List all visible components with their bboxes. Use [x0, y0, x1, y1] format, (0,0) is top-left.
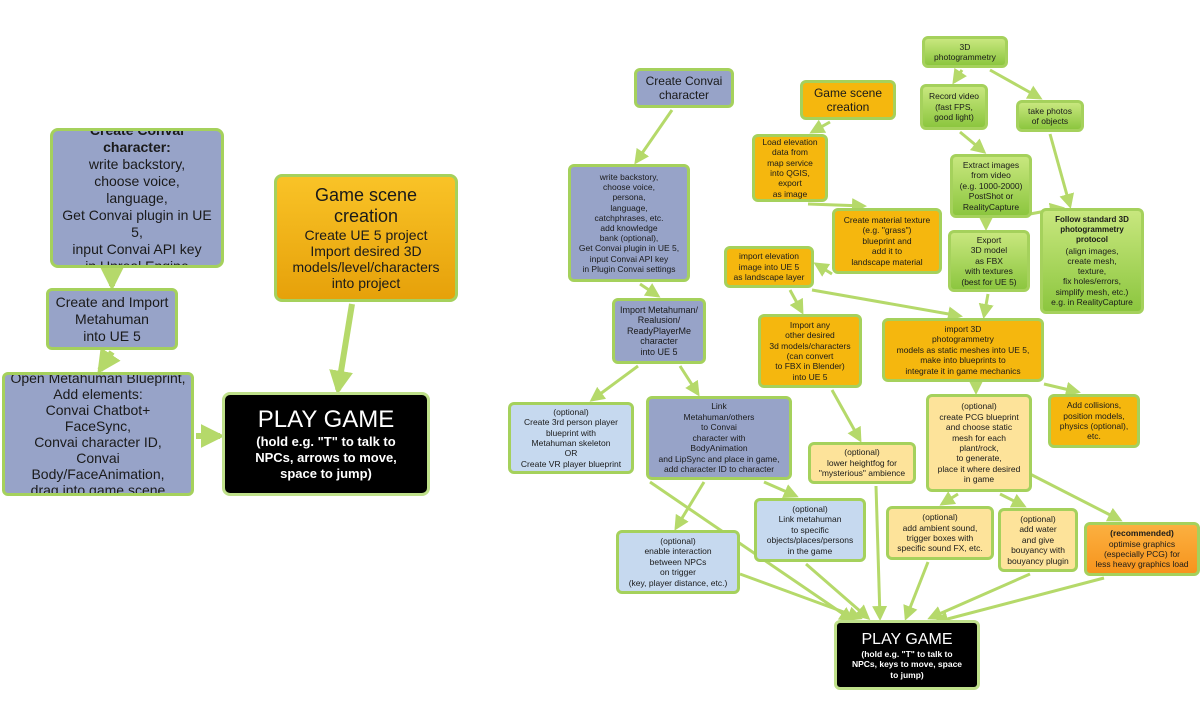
optional-pcg-blueprint-node: (optional) create PCG blueprint and choo… — [926, 394, 1032, 492]
connector-arrow — [674, 481, 706, 531]
export-fbx-node: Export 3D model as FBX with textures (be… — [948, 230, 1030, 292]
import-photogrammetry-node: import 3D photogrammetry models as stati… — [882, 318, 1044, 382]
photogrammetry-protocol-title: Follow standard 3D photogrammetry protoc… — [1055, 215, 1129, 245]
recommended-optimise-title: (recommended) — [1110, 528, 1174, 539]
import-metahuman-node: Import Metahuman/ Realusion/ ReadyPlayer… — [612, 298, 706, 364]
connector-arrow — [989, 68, 1043, 100]
backstory-node: write backstory, choose voice, persona, … — [568, 164, 690, 282]
connector-arrow — [939, 491, 959, 506]
import-metahuman-label: Import Metahuman/ Realusion/ ReadyPlayer… — [619, 304, 699, 357]
import-photogrammetry-label: import 3D photogrammetry models as stati… — [896, 323, 1030, 376]
left-import-metahuman-label: Create and Import Metahuman into UE 5 — [55, 293, 169, 344]
connector-arrow — [978, 293, 994, 319]
optional-pcg-blueprint-label: (optional) create PCG blueprint and choo… — [937, 401, 1021, 485]
photogrammetry-label: 3D photogrammetry — [934, 41, 996, 62]
connector-arrow — [639, 282, 661, 298]
add-collisions-label: Add collisions, position models, physics… — [1059, 400, 1129, 442]
left-import-metahuman-node: Create and Import Metahuman into UE 5 — [46, 288, 178, 350]
load-elevation-label: Load elevation data from map service int… — [762, 136, 818, 199]
optional-heightfog-node: (optional) lower heightfog for "mysterio… — [808, 442, 916, 484]
extract-images-label: Extract images from video (e.g. 1000-200… — [959, 159, 1023, 212]
connector-arrow — [811, 288, 963, 322]
connector-arrow — [788, 289, 804, 315]
game-scene-creation-node: Game scene creation — [800, 80, 896, 120]
connector-arrow — [809, 119, 831, 134]
play-game-title: PLAY GAME — [861, 630, 953, 648]
left-metahuman-blueprint-node: Open Metahuman Blueprint, Add elements: … — [2, 372, 194, 496]
connector-arrow — [1048, 133, 1075, 209]
connector-arrow — [763, 480, 799, 499]
take-photos-node: take photos of objects — [1016, 100, 1084, 132]
optional-water-label: (optional) add water and give bouyancy w… — [1007, 513, 1069, 566]
material-texture-label: Create material texture (e.g. "grass") b… — [843, 214, 931, 267]
optional-npc-interaction-node: (optional) enable interaction between NP… — [616, 530, 740, 594]
left-play-game-title: PLAY GAME — [257, 406, 395, 433]
connector-arrow — [589, 364, 639, 402]
connector-arrow — [999, 492, 1027, 508]
connector-arrow — [634, 109, 674, 165]
optional-player-blueprint-node: (optional) Create 3rd person player blue… — [508, 402, 634, 474]
connector-arrow — [872, 485, 888, 621]
left-create-convai-title: Create Convai character: — [89, 128, 185, 155]
play-game-body: (hold e.g. "T" to talk to NPCs, keys to … — [851, 648, 963, 680]
connector-arrow — [952, 67, 967, 85]
left-play-game-body: (hold e.g. "T" to talk to NPCs, arrows t… — [255, 434, 397, 481]
left-create-convai-node: Create Convai character: write backstory… — [50, 128, 224, 268]
left-game-scene-title: Game scene creation — [314, 185, 418, 226]
left-play-game-node: PLAY GAME (hold e.g. "T" to talk to NPCs… — [222, 392, 430, 496]
create-convai-character-label: Create Convai character — [645, 74, 723, 102]
record-video-node: Record video (fast FPS, good light) — [920, 84, 988, 130]
photogrammetry-node: 3D photogrammetry — [922, 36, 1008, 68]
connector-arrow — [830, 389, 862, 443]
recommended-optimise-body: optimise graphics (especially PCG) for l… — [1095, 538, 1189, 570]
optional-ambient-sound-node: (optional) add ambient sound, trigger bo… — [886, 506, 994, 560]
photogrammetry-protocol-body: (align images, create mesh, texture, fix… — [1051, 245, 1133, 307]
photogrammetry-protocol-node: Follow standard 3D photogrammetry protoc… — [1040, 208, 1144, 314]
connector-arrow — [903, 561, 930, 621]
connector-arrow — [807, 198, 867, 214]
import-elevation-label: import elevation image into UE 5 as land… — [733, 251, 805, 283]
connector-arrow — [329, 303, 355, 395]
link-metahuman-node: Link Metahuman/others to Convai characte… — [646, 396, 792, 480]
link-metahuman-label: Link Metahuman/others to Convai characte… — [658, 400, 780, 475]
connector-arrow — [1029, 472, 1123, 522]
import-elevation-node: import elevation image into UE 5 as land… — [724, 246, 814, 288]
connector-arrow — [933, 576, 1105, 627]
connector-arrow — [649, 480, 855, 622]
import-other-models-node: Import any other desired 3d models/chara… — [758, 314, 862, 388]
optional-npc-interaction-label: (optional) enable interaction between NP… — [628, 535, 728, 588]
extract-images-node: Extract images from video (e.g. 1000-200… — [950, 154, 1032, 218]
left-game-scene-node: Game scene creation Create UE 5 project … — [274, 174, 458, 302]
left-game-scene-body: Create UE 5 project Import desired 3D mo… — [292, 227, 440, 291]
connector-arrow — [805, 562, 871, 620]
connector-arrow — [678, 365, 700, 397]
connector-arrow — [927, 572, 1031, 621]
connector-arrow — [1043, 381, 1081, 397]
left-metahuman-blueprint-label: Open Metahuman Blueprint, Add elements: … — [10, 372, 186, 496]
left-create-convai-body: write backstory, choose voice, language,… — [62, 155, 212, 268]
optional-ambient-sound-label: (optional) add ambient sound, trigger bo… — [897, 512, 983, 554]
optional-link-objects-node: (optional) Link metahuman to specific ob… — [754, 498, 866, 562]
recommended-optimise-node: (recommended) optimise graphics (especia… — [1084, 522, 1200, 576]
record-video-label: Record video (fast FPS, good light) — [928, 91, 980, 123]
game-scene-creation-label: Game scene creation — [813, 86, 883, 114]
optional-link-objects-label: (optional) Link metahuman to specific ob… — [766, 503, 854, 556]
play-game-node: PLAY GAME (hold e.g. "T" to talk to NPCs… — [834, 620, 980, 690]
material-texture-node: Create material texture (e.g. "grass") b… — [832, 208, 942, 274]
connector-arrow — [97, 347, 121, 374]
take-photos-label: take photos of objects — [1028, 105, 1072, 126]
connector-arrow — [813, 262, 833, 277]
create-convai-character-node: Create Convai character — [634, 68, 734, 108]
optional-heightfog-label: (optional) lower heightfog for "mysterio… — [818, 447, 906, 479]
add-collisions-node: Add collisions, position models, physics… — [1048, 394, 1140, 448]
connector-arrow — [959, 130, 987, 154]
load-elevation-node: Load elevation data from map service int… — [752, 134, 828, 202]
export-fbx-label: Export 3D model as FBX with textures (be… — [961, 234, 1017, 287]
optional-player-blueprint-label: (optional) Create 3rd person player blue… — [520, 406, 622, 469]
backstory-label: write backstory, choose voice, persona, … — [578, 171, 680, 274]
optional-water-node: (optional) add water and give bouyancy w… — [998, 508, 1078, 572]
import-other-models-label: Import any other desired 3d models/chara… — [769, 319, 851, 382]
